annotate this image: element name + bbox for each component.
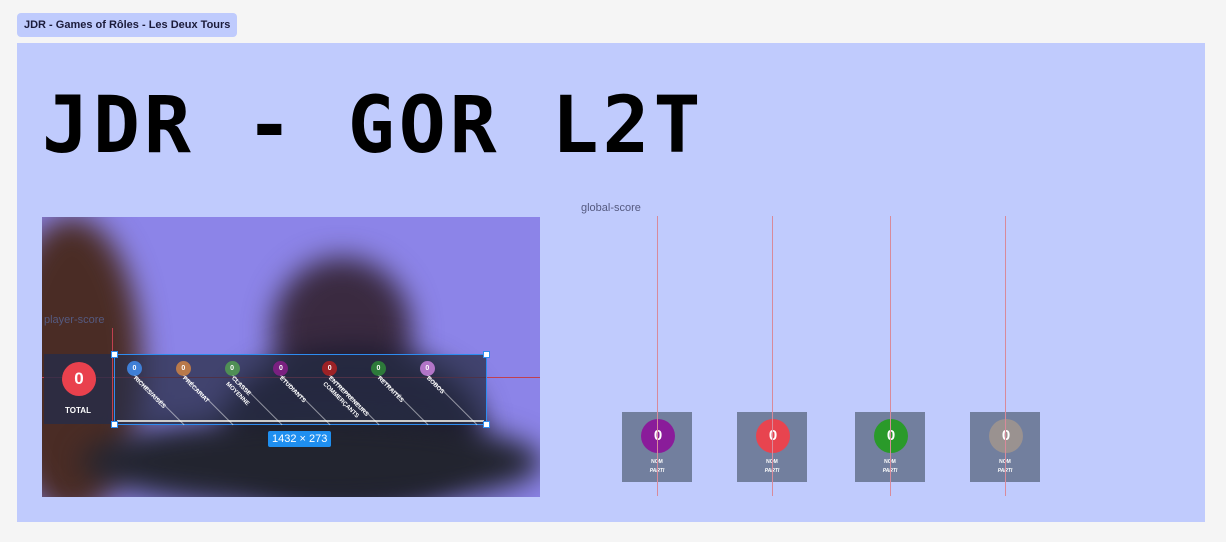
player-name: NOM — [622, 459, 692, 465]
category-label: PRÉCARIAT — [180, 375, 210, 405]
guide-line — [657, 216, 658, 496]
category-label: ÉTUDIANTS — [278, 375, 307, 405]
resize-handle[interactable] — [483, 351, 490, 358]
guide-line — [1005, 216, 1006, 496]
category-value: 0 — [371, 361, 386, 376]
player-score-value: 0 — [756, 419, 790, 453]
player-party: PARTI — [622, 468, 692, 474]
category-value: 0 — [419, 361, 435, 376]
global-score-label: global-score — [581, 202, 641, 214]
category-value: 0 — [224, 361, 240, 376]
player-name: NOM — [970, 459, 1040, 465]
player-score-label: player-score — [44, 314, 105, 326]
player-name: NOM — [855, 459, 925, 465]
player-party: PARTI — [970, 468, 1040, 474]
guide-line — [772, 216, 773, 496]
total-value: 0 — [62, 362, 96, 396]
total-score[interactable]: 0 TOTAL — [44, 354, 112, 424]
frame-tab[interactable]: JDR - Games of Rôles - Les Deux Tours — [17, 13, 238, 37]
category-value: 0 — [273, 361, 289, 376]
player-party: PARTI — [737, 468, 807, 474]
category-label: RICHES/AISÉS — [132, 375, 167, 410]
player-party: PARTI — [855, 468, 925, 474]
resize-handle[interactable] — [483, 421, 490, 428]
guide-line — [890, 216, 891, 496]
category-value: 0 — [175, 361, 191, 376]
selection-size-badge: 1432 × 273 — [268, 431, 332, 447]
category-value: 0 — [127, 361, 142, 376]
resize-handle[interactable] — [111, 351, 118, 358]
player-score-value: 0 — [641, 419, 675, 453]
player-score-value: 0 — [874, 419, 908, 453]
category-label: BOBOS — [424, 375, 445, 396]
resize-handle[interactable] — [111, 421, 118, 428]
category-label: ENTREPRENEURS COMMERÇANTS — [321, 375, 370, 420]
player-name: NOM — [737, 459, 807, 465]
category-label: CLASSE MOYENNE — [223, 375, 252, 408]
page-title: JDR - GOR L2T — [42, 81, 705, 171]
player-score-value: 0 — [989, 419, 1023, 453]
total-label: TOTAL — [65, 406, 91, 415]
category-value: 0 — [322, 361, 338, 376]
category-label: RETRAITÉS — [376, 375, 405, 405]
